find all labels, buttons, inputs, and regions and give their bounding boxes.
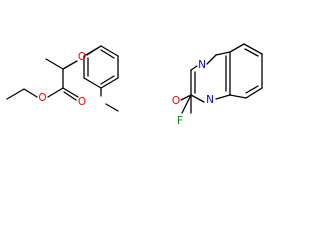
bond <box>229 94 247 99</box>
bond <box>23 88 38 98</box>
bond <box>190 65 198 71</box>
atom-label-layer: O O O O N N F <box>38 51 214 127</box>
bond <box>206 54 217 65</box>
bond <box>6 88 25 100</box>
bond <box>100 49 115 59</box>
atom-label-oxygen: O <box>78 96 86 108</box>
bond <box>244 48 259 57</box>
bond <box>83 45 102 57</box>
bond <box>100 45 119 57</box>
bond <box>190 94 205 103</box>
bond <box>215 94 231 100</box>
bond-layer <box>6 43 263 114</box>
bond <box>100 75 115 85</box>
atom-label-oxygen: O <box>78 51 86 63</box>
structure-diagram: O O O O N N F <box>6 43 263 127</box>
atom-label-nitrogen: N <box>206 94 214 106</box>
atom-label-oxygen: O <box>38 92 46 104</box>
bond <box>62 87 79 98</box>
molecule-canvas: O O O O N N F <box>6 43 263 127</box>
bond <box>243 43 263 55</box>
bond <box>62 60 78 70</box>
bond <box>215 51 231 56</box>
bond <box>83 77 102 89</box>
bond <box>47 87 64 98</box>
bond <box>100 77 119 89</box>
bond <box>63 91 77 101</box>
atom-label-nitrogen: N <box>198 59 206 71</box>
atom-label-oxygen: O <box>172 95 180 107</box>
bond <box>245 87 263 99</box>
bond <box>181 94 192 114</box>
bond <box>105 103 119 112</box>
bond <box>245 85 259 94</box>
atom-label-fluorine: F <box>177 115 183 127</box>
bond <box>45 58 64 70</box>
bond <box>180 94 192 101</box>
bond <box>229 43 245 53</box>
